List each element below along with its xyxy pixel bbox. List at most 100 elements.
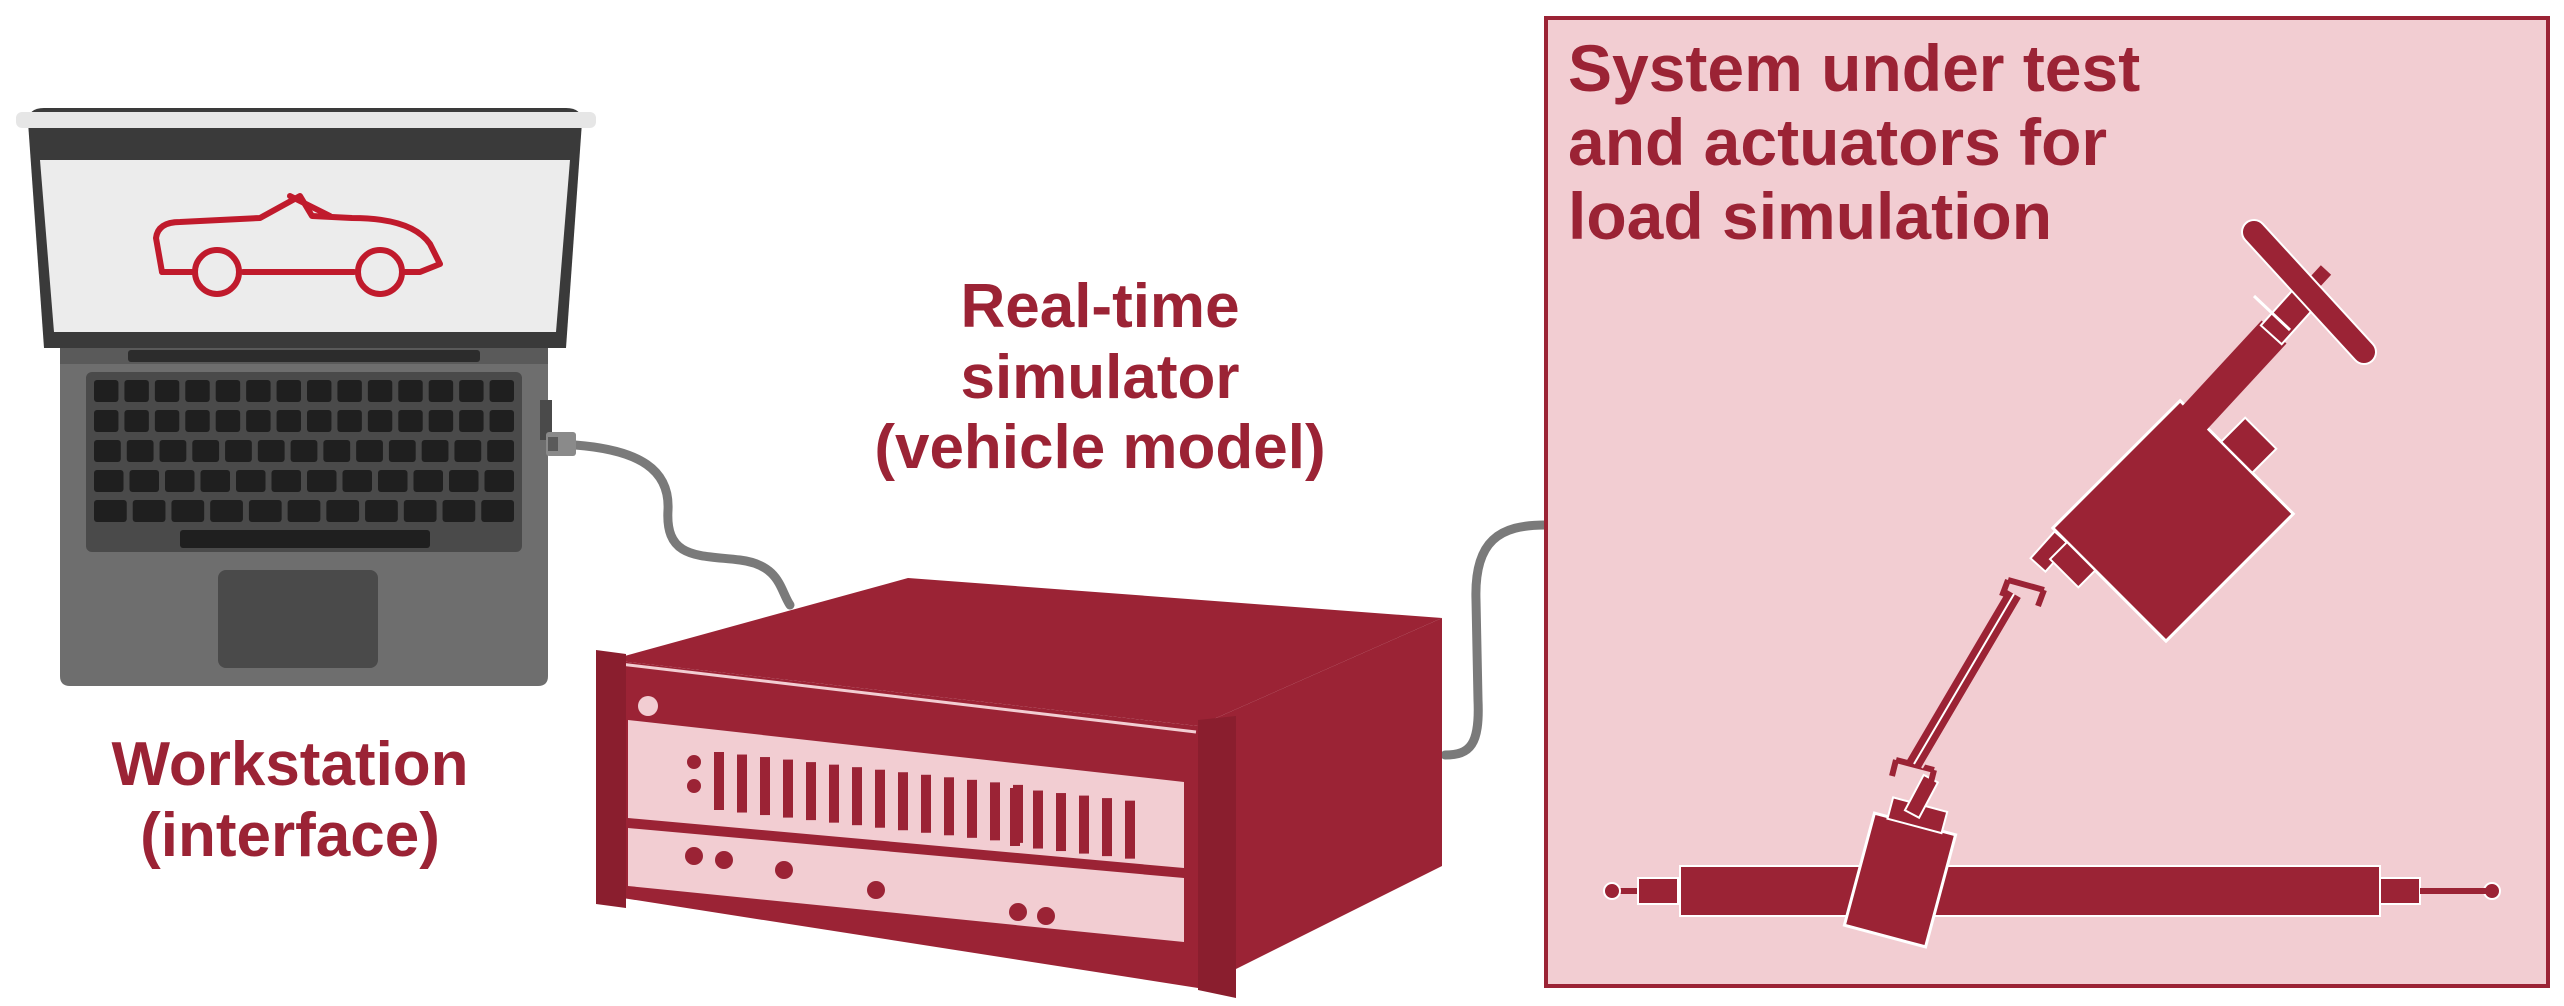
- keyboard-key: [290, 440, 318, 462]
- module-slot: [967, 779, 977, 838]
- keyboard-key: [287, 500, 321, 522]
- workstation-label: Workstation (interface): [70, 730, 510, 871]
- keyboard-key: [124, 410, 149, 432]
- module-slot: [852, 767, 862, 826]
- keyboard-key: [126, 440, 154, 462]
- keyboard-key: [200, 470, 230, 492]
- keyboard-key: [337, 410, 362, 432]
- keyboard-key: [129, 470, 159, 492]
- keyboard-key: [484, 470, 514, 492]
- keyboard-key: [276, 410, 301, 432]
- keyboard-key: [326, 500, 360, 522]
- simulator-label-line-1: Real-time: [960, 272, 1240, 341]
- keyboard-key: [356, 440, 383, 462]
- keyboard-key: [236, 470, 266, 492]
- keyboard-key: [428, 380, 454, 402]
- keyboard-key: [307, 410, 332, 432]
- workstation-label-line-1: Workstation: [111, 730, 469, 799]
- module-slots: [714, 752, 1135, 859]
- keyboard-key: [367, 380, 393, 402]
- keyboard-key: [94, 380, 119, 402]
- keyboard-key: [403, 500, 437, 522]
- keyboard-key: [388, 440, 416, 462]
- sut-panel: [1544, 16, 2550, 988]
- keyboard-key: [428, 410, 454, 432]
- keyboard-key: [449, 470, 479, 492]
- convertible-car-icon: [153, 193, 443, 297]
- keyboard-key: [159, 440, 187, 462]
- sut-label-line-1: System under test: [1568, 31, 2141, 105]
- keyboard: [94, 380, 514, 548]
- laptop-icon: [16, 108, 596, 686]
- module-slot: [1125, 800, 1135, 859]
- module-slot: [990, 782, 1000, 841]
- sut-label: System under test and actuators for load…: [1568, 31, 2141, 254]
- sut-label-line-2: and actuators for: [1568, 104, 2108, 179]
- module-slot: [875, 769, 885, 828]
- keyboard-key: [154, 410, 180, 432]
- keyboard-key: [132, 500, 166, 522]
- module-slot: [1010, 788, 1020, 846]
- keyboard-key: [124, 380, 149, 402]
- keyboard-key: [185, 380, 210, 402]
- keyboard-key: [413, 470, 443, 492]
- keyboard-key: [378, 470, 408, 492]
- keyboard-key: [94, 500, 127, 522]
- keyboard-key: [337, 380, 362, 402]
- keyboard-key: [459, 410, 484, 432]
- steering-system-icon: [1603, 219, 2501, 949]
- keyboard-key: [459, 380, 484, 402]
- keyboard-key: [215, 380, 241, 402]
- keyboard-key: [210, 500, 243, 522]
- module-slot: [1033, 790, 1043, 849]
- simulator-label-line-2: simulator: [960, 342, 1240, 412]
- keyboard-key: [307, 470, 337, 492]
- module-slot: [1056, 793, 1066, 852]
- keyboard-key: [442, 500, 476, 522]
- keyboard-key: [342, 470, 372, 492]
- keyboard-key: [165, 470, 195, 492]
- keyboard-key: [367, 410, 393, 432]
- module-slot: [760, 757, 770, 816]
- keyboard-key: [246, 380, 271, 402]
- keyboard-key: [421, 440, 449, 462]
- keyboard-key: [487, 440, 514, 462]
- keyboard-key: [185, 410, 210, 432]
- module-slot: [737, 754, 747, 813]
- keyboard-key: [171, 500, 205, 522]
- keyboard-key: [246, 410, 271, 432]
- keyboard-key: [192, 440, 220, 462]
- rack-simulator-icon: [596, 578, 1442, 998]
- keyboard-key: [271, 470, 301, 492]
- sut-label-line-3: load simulation: [1568, 178, 2053, 253]
- simulator-label-line-3: (vehicle model): [874, 413, 1326, 483]
- workstation-label-line-2: (interface): [140, 800, 440, 870]
- module-slot: [829, 764, 839, 823]
- keyboard-key: [257, 440, 285, 462]
- keyboard-key: [398, 410, 423, 432]
- keyboard-key: [94, 410, 119, 432]
- keyboard-key: [154, 380, 180, 402]
- module-slot: [944, 777, 954, 836]
- simulator-label: Real-time simulator (vehicle model): [780, 272, 1420, 484]
- module-slot: [783, 759, 793, 818]
- module-slot: [714, 752, 724, 810]
- keyboard-key: [323, 440, 351, 462]
- keyboard-key: [276, 380, 301, 402]
- cable-simulator-to-sut: [1440, 520, 1550, 760]
- module-slot: [806, 762, 816, 821]
- keyboard-key: [398, 380, 423, 402]
- module-slot: [921, 774, 931, 833]
- keyboard-key: [307, 380, 332, 402]
- keyboard-key: [454, 440, 482, 462]
- keyboard-key: [248, 500, 282, 522]
- keyboard-key: [365, 500, 398, 522]
- keyboard-key: [94, 440, 121, 462]
- keyboard-key: [489, 410, 514, 432]
- keyboard-key: [215, 410, 241, 432]
- module-slot: [1079, 795, 1089, 854]
- keyboard-key: [94, 470, 124, 492]
- keyboard-key: [489, 380, 514, 402]
- keyboard-key: [225, 440, 252, 462]
